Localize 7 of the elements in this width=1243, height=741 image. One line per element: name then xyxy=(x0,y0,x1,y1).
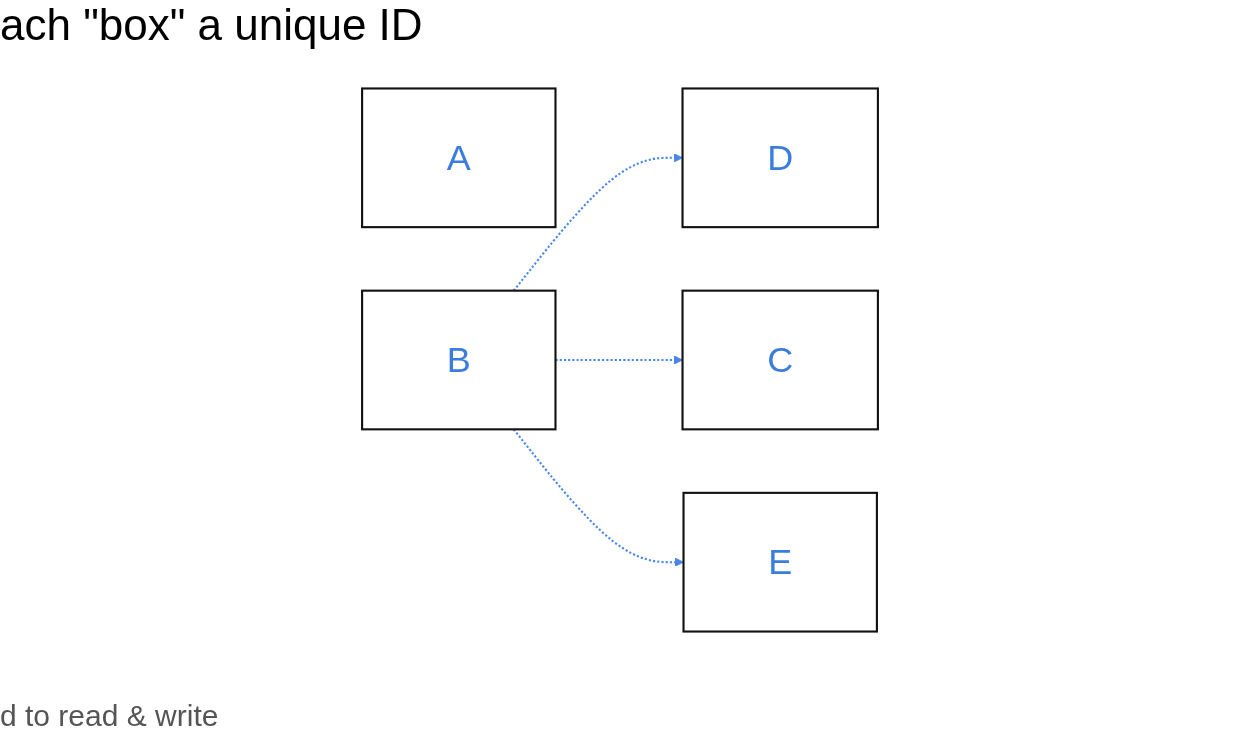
node-box: D xyxy=(681,87,879,229)
node-box: B xyxy=(361,289,557,431)
node-box: E xyxy=(682,491,878,633)
node-box: A xyxy=(361,87,557,229)
note-text: d to read & write xyxy=(0,699,219,733)
note-text: ach "box" a unique ID xyxy=(0,0,423,50)
node-box: C xyxy=(681,289,879,431)
